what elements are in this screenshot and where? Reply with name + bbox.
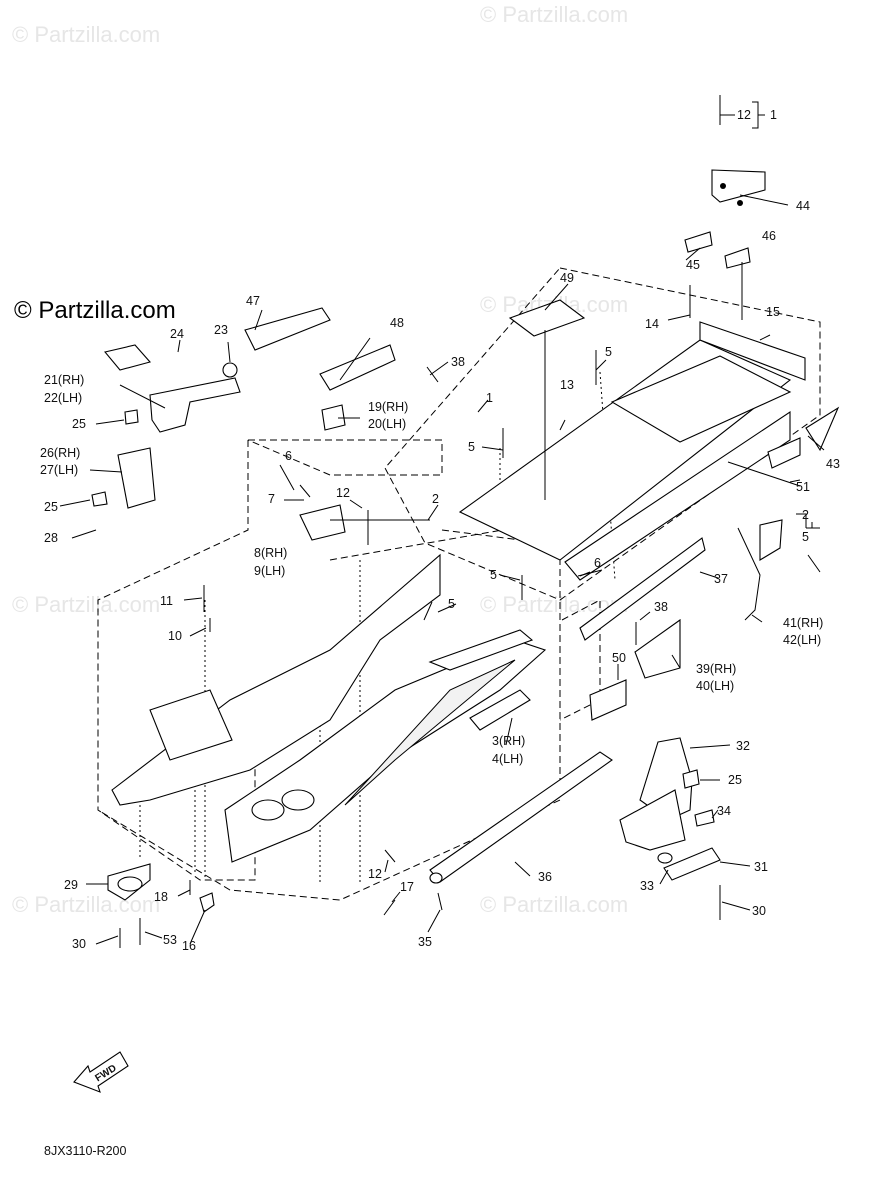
callout-label: 6 (285, 449, 292, 463)
callout-label: 5 (605, 345, 612, 359)
callout-label: 50 (612, 651, 626, 665)
callout-label: 13 (560, 378, 574, 392)
callout-label: 37 (714, 572, 728, 586)
callout-label: 42(LH) (783, 633, 821, 647)
callout-label: 30 (752, 904, 766, 918)
callout-label: 25 (72, 417, 86, 431)
callout-label: 23 (214, 323, 228, 337)
left-small-parts (91, 307, 396, 913)
callout-label: 15 (766, 305, 780, 319)
brand-logo: © Partzilla.com (14, 297, 176, 324)
callout-label: 32 (736, 739, 750, 753)
callout-label: 2 (432, 492, 439, 506)
callout-label: 16 (182, 939, 196, 953)
callout-label: 9(LH) (254, 564, 285, 578)
callout-label: 33 (640, 879, 654, 893)
callout-label: 51 (796, 480, 810, 494)
callout-label: 12 (368, 867, 382, 881)
callout-label: 20(LH) (368, 417, 406, 431)
callout-labels: 12 1 44 45 46 47 48 49 14 15 24 23 38 1 … (40, 108, 840, 953)
callout-label: 24 (170, 327, 184, 341)
watermark-text: © Partzilla.com (12, 592, 160, 617)
leader-lines (59, 101, 825, 945)
callout-label: 22(LH) (44, 391, 82, 405)
callout-label: 53 (163, 933, 177, 947)
callout-label: 38 (451, 355, 465, 369)
callout-label: 26(RH) (40, 446, 80, 460)
callout-label: 27(LH) (40, 463, 78, 477)
watermark-text: © Partzilla.com (12, 22, 160, 47)
callout-label: 30 (72, 937, 86, 951)
callout-label: 28 (44, 531, 58, 545)
callout-label: 35 (418, 935, 432, 949)
watermark-text: © Partzilla.com (480, 892, 628, 917)
tunnel-frame (111, 553, 613, 884)
callout-label: 38 (654, 600, 668, 614)
callout-label: 12 (737, 108, 751, 122)
callout-label: 25 (44, 500, 58, 514)
seat-cover-assembly (458, 169, 840, 721)
watermark-layer: © Partzilla.com © Partzilla.com © Partzi… (12, 2, 628, 917)
callout-label: 12 (336, 486, 350, 500)
callout-label: 1 (486, 391, 493, 405)
callout-label: 43 (826, 457, 840, 471)
callout-label: 40(LH) (696, 679, 734, 693)
callout-label: 25 (728, 773, 742, 787)
fasteners (119, 95, 821, 948)
callout-label: 2 (802, 508, 809, 522)
callout-label: 8(RH) (254, 546, 287, 560)
callout-label: 48 (390, 316, 404, 330)
callout-label: 36 (538, 870, 552, 884)
callout-label: 10 (168, 629, 182, 643)
callout-label: 49 (560, 271, 574, 285)
callout-label: 29 (64, 878, 78, 892)
callout-label: 44 (796, 199, 810, 213)
watermark-text: © Partzilla.com (480, 2, 628, 27)
callout-label: 5 (448, 597, 455, 611)
callout-label: 17 (400, 880, 414, 894)
callout-label: 1 (770, 108, 777, 122)
callout-label: 3(RH) (492, 734, 525, 748)
callout-label: 4(LH) (492, 752, 523, 766)
callout-label: 19(RH) (368, 400, 408, 414)
callout-label: 45 (686, 258, 700, 272)
callout-label: 46 (762, 229, 776, 243)
callout-label: 6 (594, 556, 601, 570)
fwd-arrow-icon: FWD (73, 1051, 129, 1093)
callout-label: 7 (268, 492, 275, 506)
watermark-text: © Partzilla.com (12, 892, 160, 917)
callout-label: 5 (802, 530, 809, 544)
callout-label: 41(RH) (783, 616, 823, 630)
callout-label: 21(RH) (44, 373, 84, 387)
callout-label: 47 (246, 294, 260, 308)
callout-label: 31 (754, 860, 768, 874)
callout-label: 18 (154, 890, 168, 904)
callout-label: 39(RH) (696, 662, 736, 676)
callout-label: 5 (490, 568, 497, 582)
callout-label: 11 (160, 594, 173, 608)
callout-label: 14 (645, 317, 659, 331)
callout-label: 5 (468, 440, 475, 454)
diagram-code: 8JX3110-R200 (44, 1144, 127, 1158)
callout-label: 34 (717, 804, 731, 818)
right-small-parts (619, 737, 721, 881)
